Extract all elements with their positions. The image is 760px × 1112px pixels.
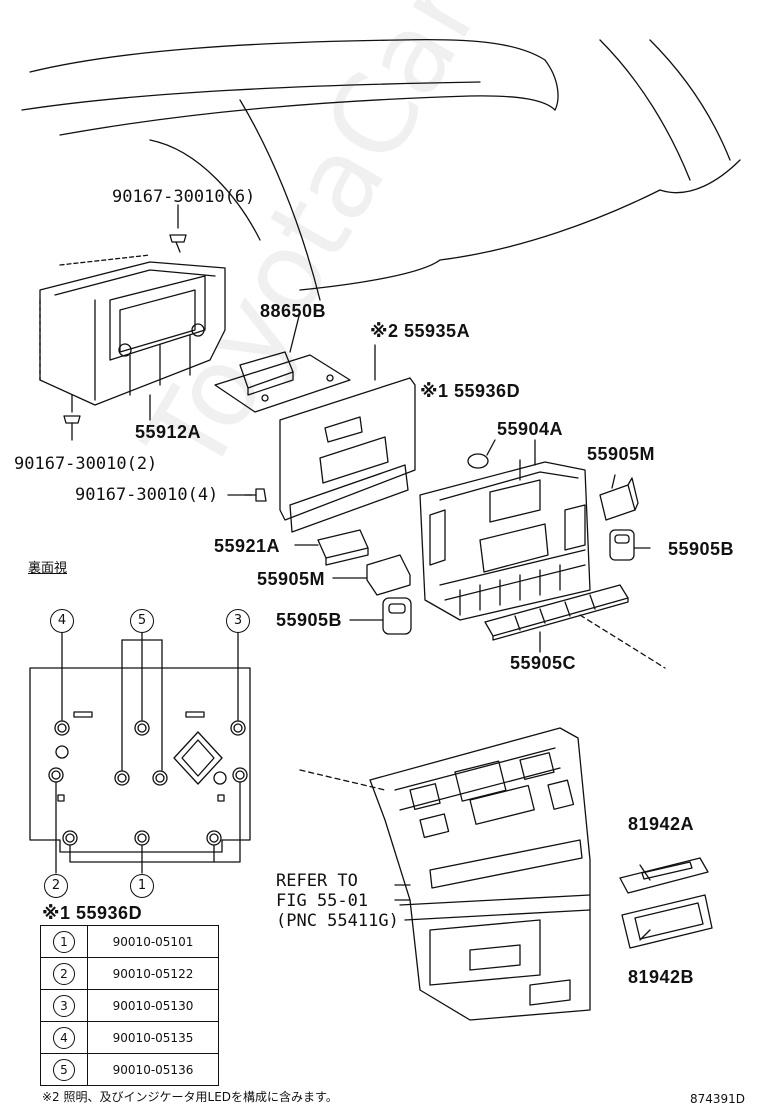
label-55912a: 55912A bbox=[135, 422, 202, 442]
label-refer-line2: FIG 55-01 bbox=[276, 891, 369, 911]
legend-part: 90010-05101 bbox=[87, 925, 219, 958]
label-screw-6: 90167-30010(6) bbox=[112, 187, 256, 207]
legend-num: 1 bbox=[53, 930, 75, 953]
legend-part: 90010-05122 bbox=[87, 957, 219, 990]
legend-num: 2 bbox=[53, 962, 75, 985]
label-refer-line3: (PNC 55411G) bbox=[276, 911, 399, 931]
rear-view-label: 裏面視 bbox=[28, 561, 68, 576]
callout-1: 1 bbox=[130, 874, 154, 898]
label-55905m-right: 55905M bbox=[587, 444, 656, 464]
label-55936d-top: ※1 55936D bbox=[420, 381, 521, 401]
label-55904a: 55904A bbox=[497, 419, 564, 439]
dashboard-outline bbox=[21, 39, 741, 301]
part-55921a-switch bbox=[317, 529, 369, 566]
callout-3: 3 bbox=[226, 609, 250, 633]
callout-4: 4 bbox=[50, 609, 74, 633]
part-center-bezel bbox=[299, 727, 591, 1021]
legend-row: 5 90010-05136 bbox=[40, 1053, 219, 1086]
legend-part: 90010-05130 bbox=[87, 989, 219, 1022]
part-81942a-plate bbox=[619, 857, 709, 894]
part-55905b-right bbox=[609, 529, 635, 561]
legend-num: 5 bbox=[53, 1058, 75, 1081]
legend-row: 4 90010-05135 bbox=[40, 1021, 219, 1054]
leader-lines bbox=[149, 394, 651, 941]
legend-row: 2 90010-05122 bbox=[40, 957, 219, 990]
screw-2 bbox=[63, 394, 81, 441]
label-81942b: 81942B bbox=[628, 967, 695, 987]
part-81942b-plate bbox=[621, 894, 713, 949]
callout-2: 2 bbox=[44, 874, 68, 898]
legend-part: 90010-05136 bbox=[87, 1053, 219, 1086]
rear-view-board bbox=[29, 631, 251, 874]
part-55912a-bracket bbox=[39, 254, 226, 406]
part-55936d-bulb bbox=[467, 439, 496, 469]
label-screw-4: 90167-30010(4) bbox=[75, 485, 219, 505]
part-55905b-left bbox=[382, 597, 412, 635]
legend-row: 3 90010-05130 bbox=[40, 989, 219, 1022]
label-81942a: 81942A bbox=[628, 814, 695, 834]
legend-row: 1 90010-05101 bbox=[40, 925, 219, 958]
label-55905b-left: 55905B bbox=[276, 610, 343, 630]
part-55905m-left bbox=[366, 554, 411, 596]
legend-table: 1 90010-05101 2 90010-05122 3 90010-0513… bbox=[40, 925, 219, 1086]
part-55905m-right bbox=[599, 477, 639, 521]
legend-num: 4 bbox=[53, 1026, 75, 1049]
callout-5: 5 bbox=[130, 609, 154, 633]
legend-title: ※1 55936D bbox=[42, 903, 143, 923]
label-55905c: 55905C bbox=[510, 653, 577, 673]
label-55935a: ※2 55935A bbox=[370, 321, 471, 341]
part-55905c-buttons bbox=[484, 584, 666, 669]
figure-code: 874391D bbox=[690, 1092, 746, 1106]
legend-part: 90010-05135 bbox=[87, 1021, 219, 1054]
label-refer-line1: REFER TO bbox=[276, 871, 358, 891]
label-55905b-right: 55905B bbox=[668, 539, 735, 559]
part-55904a-panel bbox=[419, 459, 591, 621]
part-55935a-board bbox=[279, 344, 416, 533]
screw-6 bbox=[169, 204, 187, 253]
label-55905m-left: 55905M bbox=[257, 569, 326, 589]
label-88650b: 88650B bbox=[260, 301, 327, 321]
part-88650b-plate bbox=[214, 311, 351, 413]
label-screw-2: 90167-30010(2) bbox=[14, 454, 158, 474]
footnote: ※2 照明、及びインジケータ用LEDを構成に含みます。 bbox=[42, 1090, 338, 1104]
legend-num: 3 bbox=[53, 994, 75, 1017]
label-55921a: 55921A bbox=[214, 536, 281, 556]
